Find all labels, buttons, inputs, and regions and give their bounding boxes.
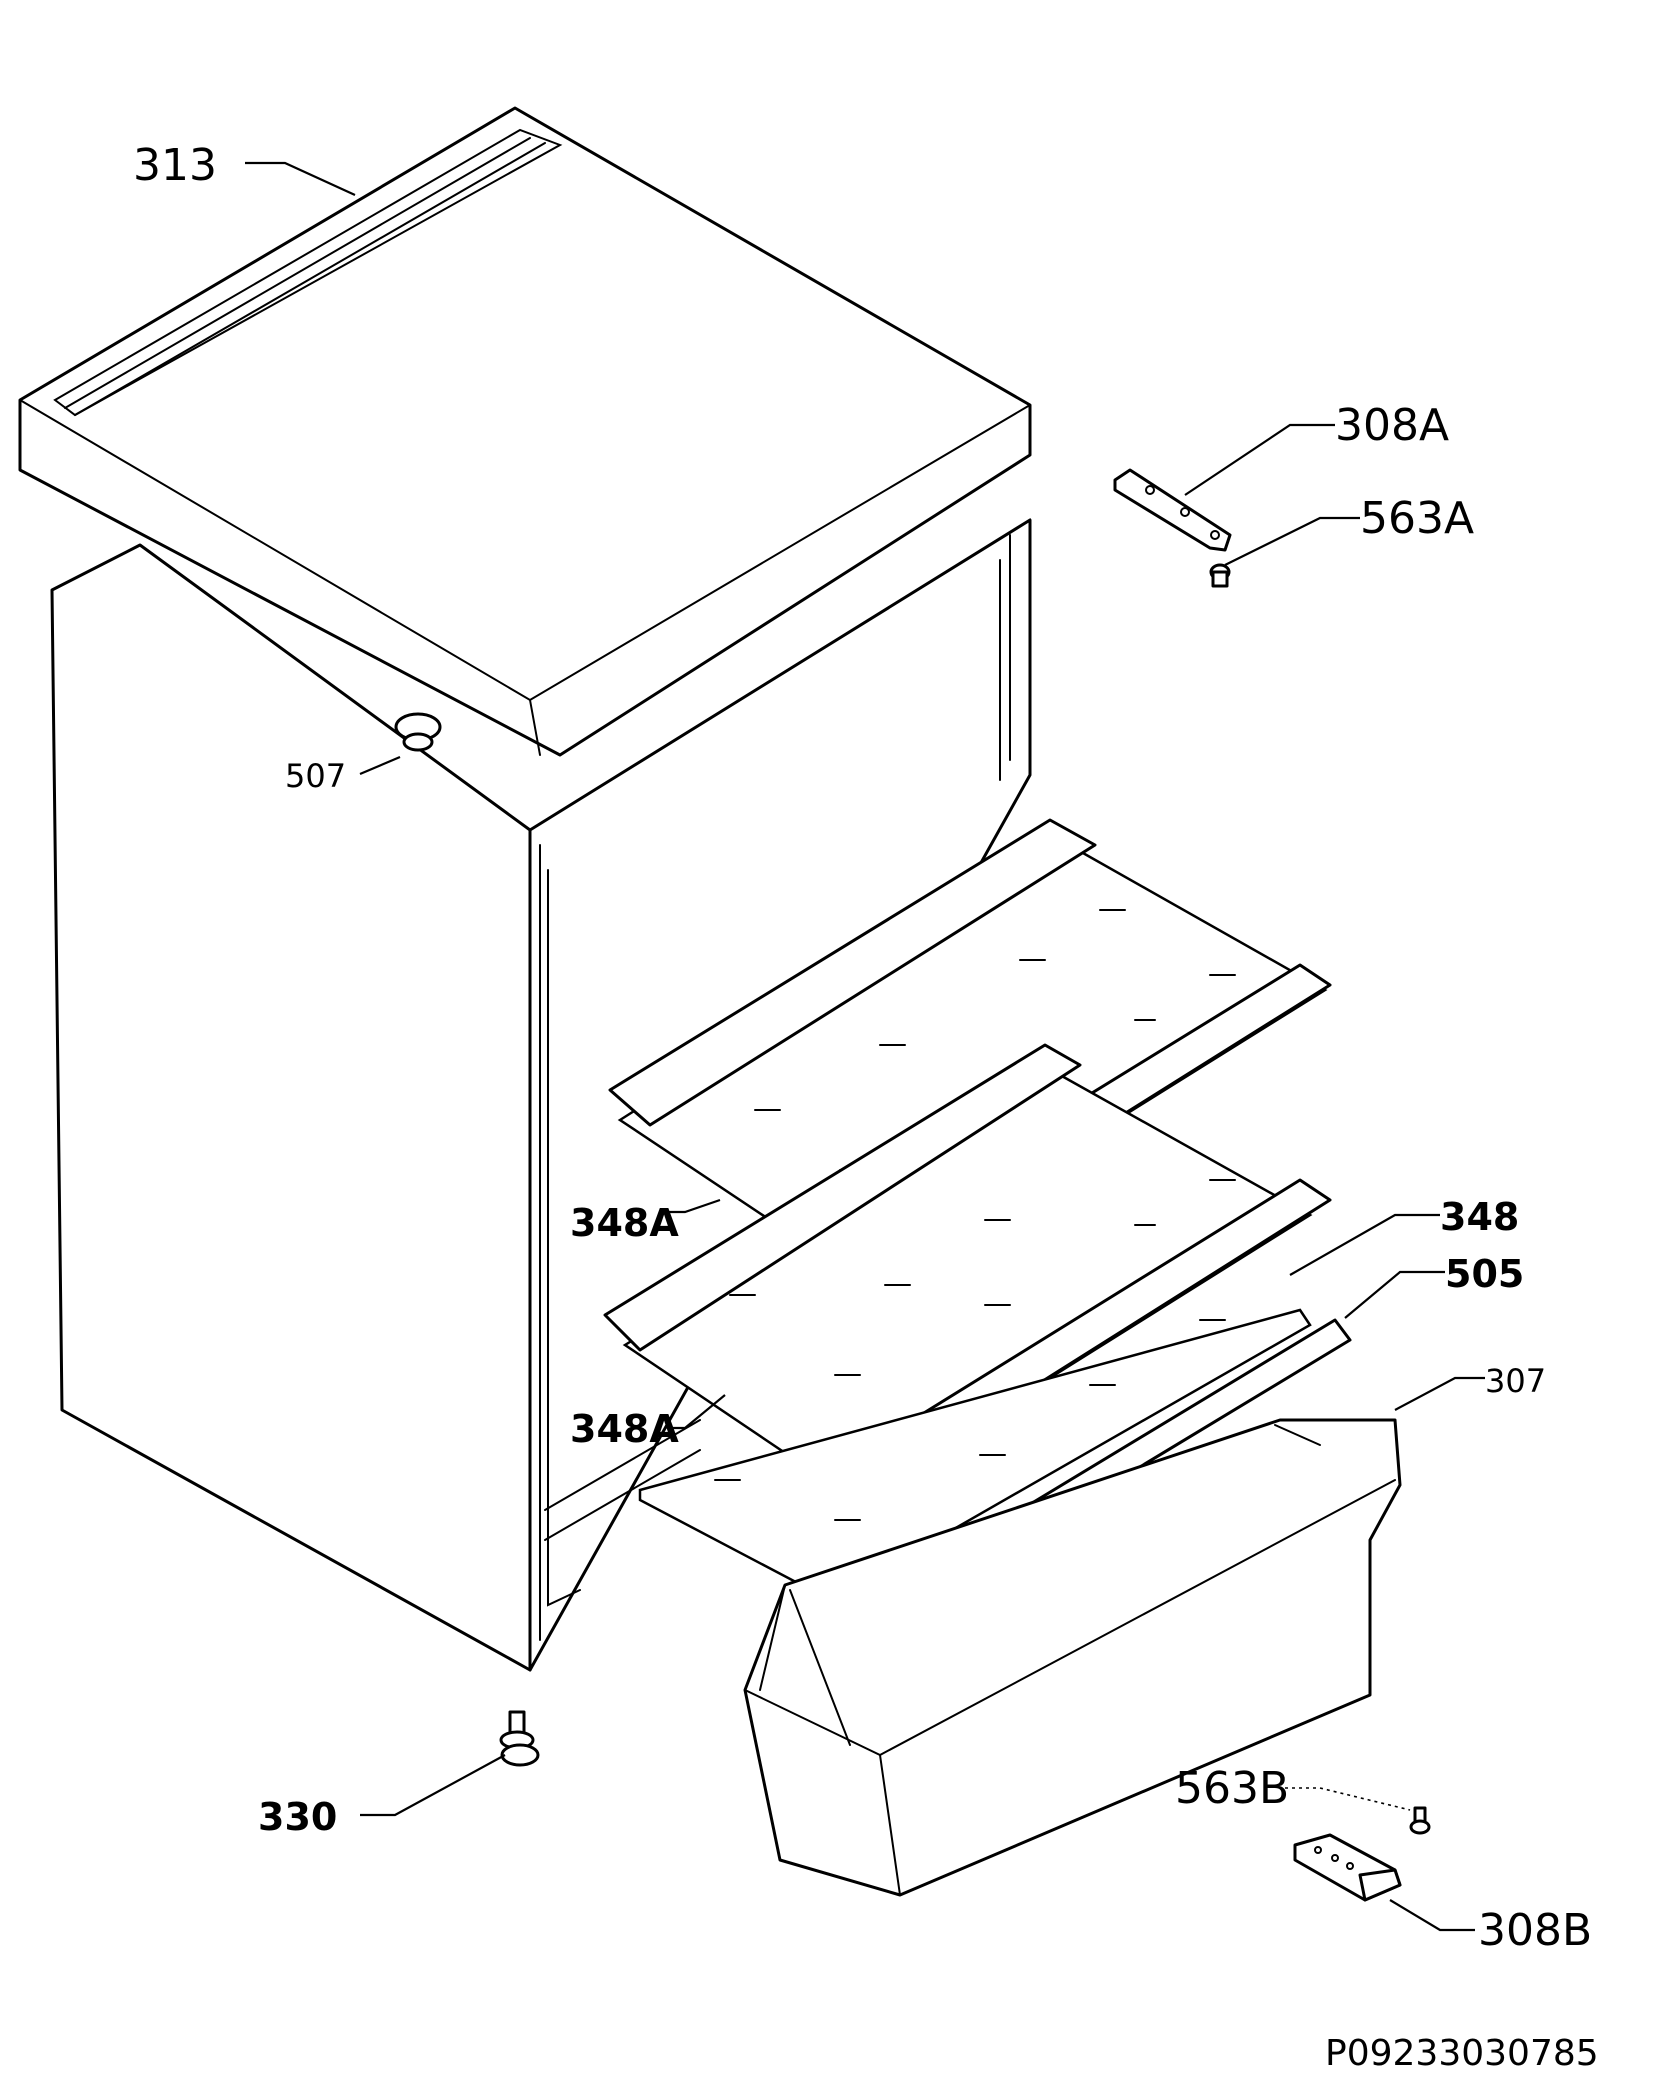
crisper-drawer [743, 1418, 1402, 1897]
hinge-308A [1113, 468, 1232, 552]
label-313: 313 [133, 140, 217, 191]
hinge-308B [1293, 1833, 1402, 1902]
label-348: 348 [1440, 1195, 1519, 1239]
label-348A-upper: 348A [570, 1201, 679, 1245]
label-307: 307 [1485, 1362, 1546, 1400]
label-505: 505 [1445, 1252, 1524, 1296]
label-330: 330 [258, 1795, 337, 1839]
label-563A: 563A [1360, 493, 1474, 544]
label-507: 507 [285, 757, 346, 795]
drawing-code: P09233030785 [1325, 2033, 1599, 2074]
label-308A: 308A [1335, 400, 1449, 451]
label-308B: 308B [1478, 1905, 1592, 1956]
screw-563B [1409, 1806, 1431, 1835]
screw-563A [1209, 563, 1231, 588]
plug-507 [394, 712, 442, 752]
leader-lines [245, 161, 1485, 1932]
top-cover [18, 106, 1032, 757]
label-563B: 563B [1175, 1763, 1289, 1814]
label-348A-lower: 348A [570, 1407, 679, 1451]
glass-shelf-lower [638, 1308, 1312, 1602]
adjustable-foot [499, 1710, 540, 1767]
